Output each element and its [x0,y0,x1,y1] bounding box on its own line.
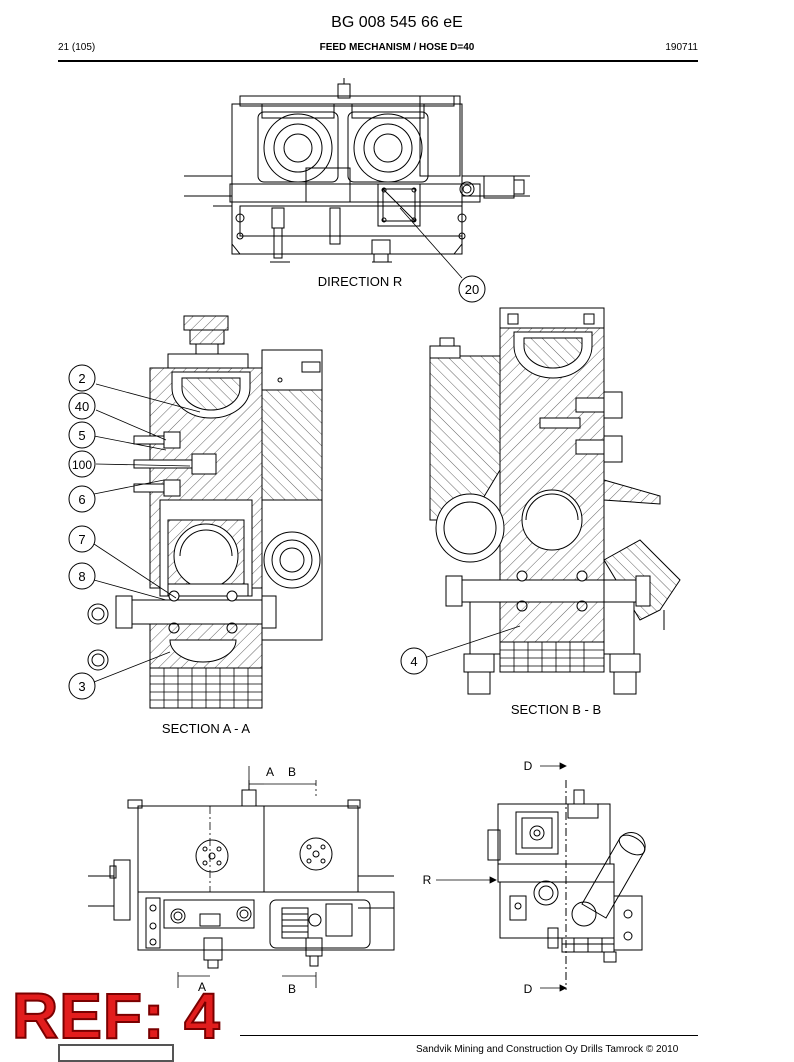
footer-rule [240,1035,698,1036]
callout-100: 100 [72,458,92,472]
cut-label-a-bottom: A [198,980,206,994]
callout-8: 8 [78,569,85,584]
callout-5: 5 [78,428,85,443]
callout-3: 3 [78,679,85,694]
section-title: FEED MECHANISM / HOSE D=40 [319,42,475,53]
header-rule [58,60,698,62]
callout-2: 2 [78,371,85,386]
section-aa-view [87,315,323,709]
label-section-bb: SECTION B - B [511,702,601,717]
bottom-left-view [88,780,395,969]
direction-r-view [184,78,530,263]
cut-label-b-bottom: B [288,982,296,996]
leader-line [423,625,521,659]
bottom-right-view [487,780,646,990]
section-aa-leaders [93,383,201,683]
page-number: 21 (105) [58,42,96,53]
label-section-aa: SECTION A - A [162,721,250,736]
cut-label-d-top: D [524,759,533,773]
callout-20: 20 [465,282,479,297]
footer-copyright: Sandvik Mining and Construction Oy Drill… [416,1044,679,1055]
callout-bubble [458,275,486,303]
callout-bubble [400,647,428,675]
section-aa-callouts [68,364,96,700]
callout-4: 4 [410,654,417,669]
cut-label-a-top: A [266,765,274,779]
document-date: 190711 [665,42,698,53]
cut-label-d-bottom: D [524,982,533,996]
callout-7: 7 [78,532,85,547]
callout-40: 40 [75,399,89,414]
direction-arrows [436,762,567,992]
leader-line [399,207,463,279]
cut-label-b-top: B [288,765,296,779]
ref-stamp: REF: 4 [11,980,221,1052]
callout-6: 6 [78,492,85,507]
label-direction-r: DIRECTION R [318,274,403,289]
direction-label-r: R [423,873,432,887]
section-bb-view [429,307,681,695]
section-cut-lines [177,766,317,988]
document-title: BG 008 545 66 eE [331,14,463,31]
